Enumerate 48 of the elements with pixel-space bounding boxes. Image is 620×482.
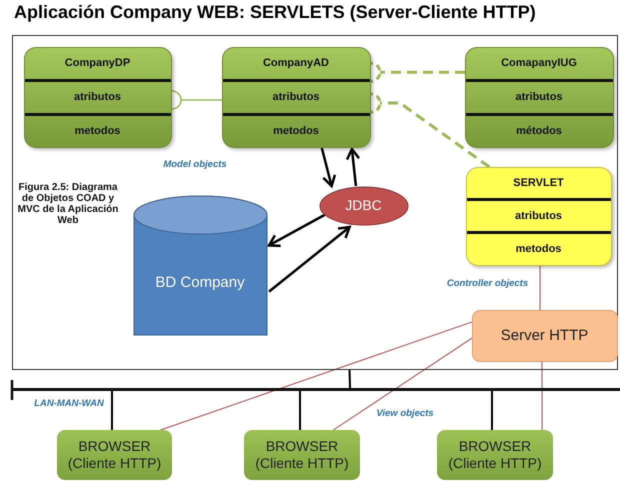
class-name: CompanyDP xyxy=(64,57,130,69)
database-cylinder xyxy=(132,194,268,334)
connector-line xyxy=(332,338,472,430)
class-box xyxy=(222,46,370,148)
class-box xyxy=(24,46,172,148)
connector-line xyxy=(110,390,114,430)
arrow xyxy=(320,148,336,188)
class-section: métodos xyxy=(516,125,562,137)
arrow xyxy=(268,226,351,293)
browser-box xyxy=(57,430,172,480)
server-box xyxy=(472,310,618,362)
node-label: JDBC xyxy=(345,197,382,214)
node-label: BROWSER (Cliente HTTP) xyxy=(447,438,543,472)
connector-ellipse xyxy=(318,186,408,226)
connector-line xyxy=(299,390,302,430)
section-label: View objects xyxy=(375,408,435,419)
class-section: atributos xyxy=(272,91,320,103)
node-label: Server HTTP xyxy=(500,326,588,344)
connector-line xyxy=(541,362,543,430)
class-name: SERVLET xyxy=(513,176,564,189)
node-label: BROWSER (Cliente HTTP) xyxy=(66,438,162,472)
section-label: Controller objects xyxy=(446,278,530,289)
node-label: BD Company xyxy=(155,274,245,292)
class-section: metodos xyxy=(273,125,319,137)
connector-line xyxy=(160,321,472,430)
network-bus xyxy=(12,388,620,391)
figure-caption: Figura 2.5: Diagrama de Objetos COAD y MVC de la Aplicación Web xyxy=(16,182,120,226)
arrow xyxy=(268,212,327,248)
connector-line xyxy=(540,266,541,310)
node-label: BROWSER (Cliente HTTP) xyxy=(254,438,350,472)
browser-box xyxy=(244,430,360,480)
section-label: Model objects xyxy=(162,159,228,170)
class-section: metodos xyxy=(74,125,120,137)
class-box xyxy=(464,46,614,148)
class-name: CompanyAD xyxy=(262,57,329,69)
class-section: metodos xyxy=(516,243,562,256)
class-section: atributos xyxy=(515,91,563,103)
diagram-frame xyxy=(12,35,618,370)
connector-line xyxy=(348,370,352,390)
class-box xyxy=(466,166,612,266)
class-section: atributos xyxy=(514,210,562,222)
browser-box xyxy=(437,430,553,480)
section-label: LAN-MAN-WAN xyxy=(33,398,105,409)
class-section: atributos xyxy=(74,91,122,103)
class-name: ComapanyIUG xyxy=(501,57,577,69)
arrow xyxy=(346,148,360,186)
diagram-title: Aplicación Company WEB: SERVLETS (Server-Cliente HTTP) xyxy=(14,2,536,23)
connector-line xyxy=(490,390,494,430)
